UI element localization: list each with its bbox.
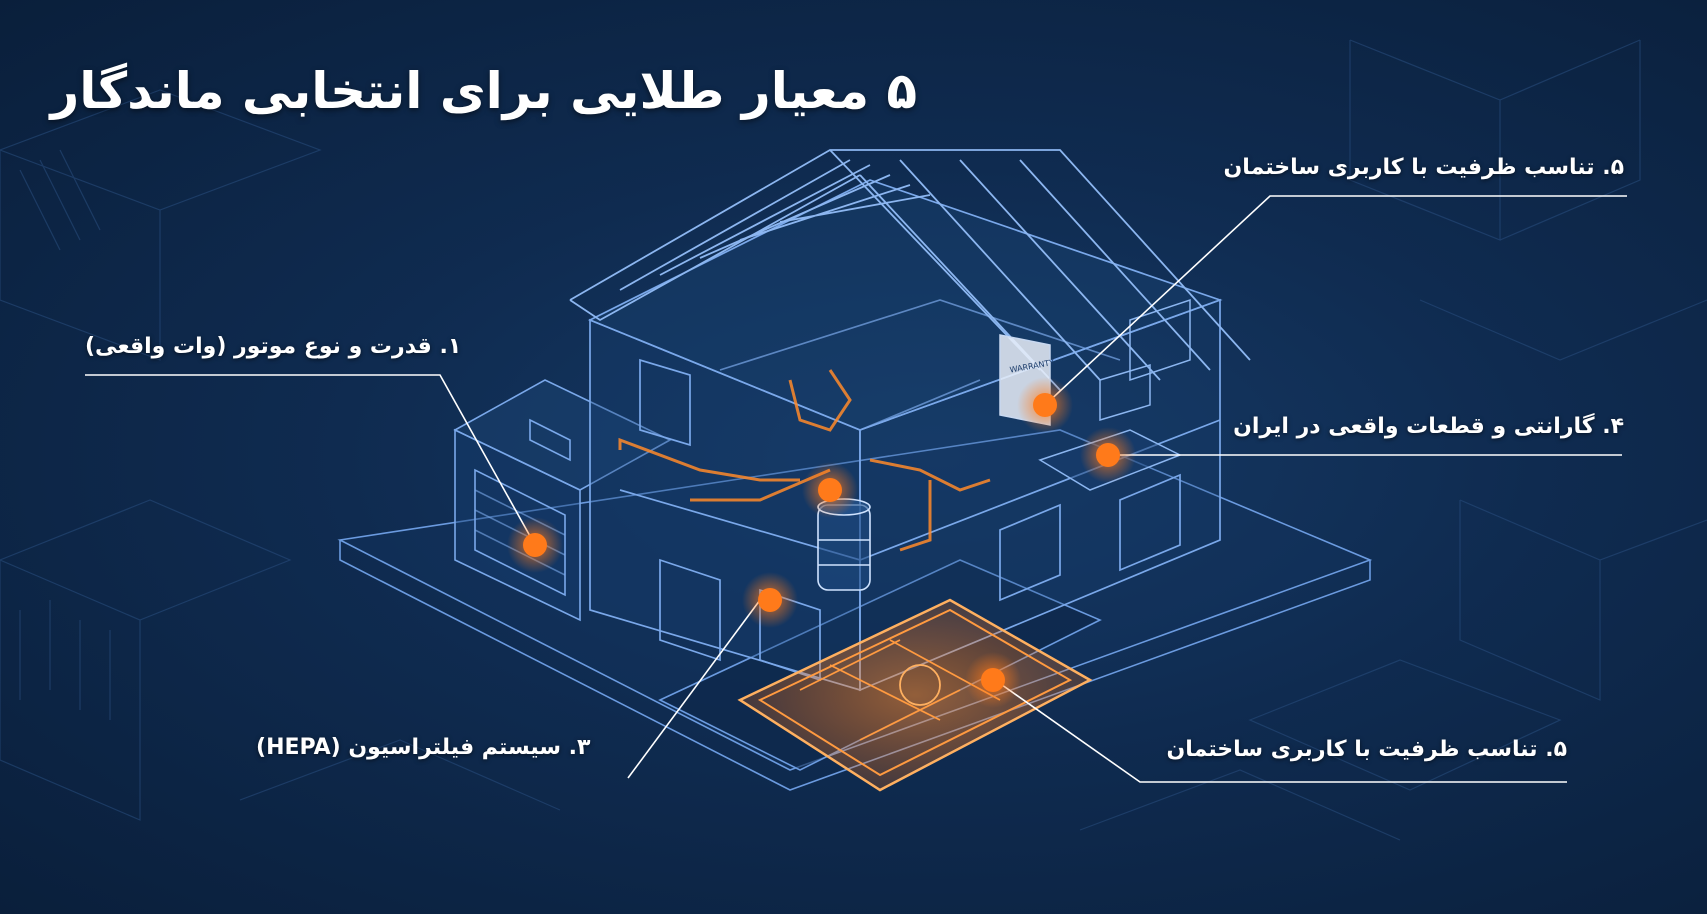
callout-lines xyxy=(85,195,1627,783)
roof-frame xyxy=(569,149,1251,391)
label-warranty: ۴. گارانتی و قطعات واقعی در ایران xyxy=(1233,414,1624,439)
marker-warranty xyxy=(1080,427,1136,483)
background-blueprint xyxy=(0,39,1707,841)
marker-power xyxy=(507,517,563,573)
page-title: ۵ معیار طلایی برای انتخابی ماندگار xyxy=(50,62,918,120)
label-capacity-top: ۵. تناسب ظرفیت با کاربری ساختمان xyxy=(1223,155,1624,180)
marker-capacity-bottom xyxy=(965,652,1021,708)
label-power: ۱. قدرت و نوع موتور (وات واقعی) xyxy=(85,334,462,359)
marker-capacity-top xyxy=(1017,377,1073,433)
marker-filtration xyxy=(742,572,798,628)
floor-plan-highlight xyxy=(737,598,1093,792)
label-capacity-bottom: ۵. تناسب ظرفیت با کاربری ساختمان xyxy=(1166,737,1567,762)
label-filtration: ۳. سیستم فیلتراسیون (HEPA) xyxy=(256,735,591,760)
marker-unit xyxy=(802,462,858,518)
markers xyxy=(507,377,1136,708)
